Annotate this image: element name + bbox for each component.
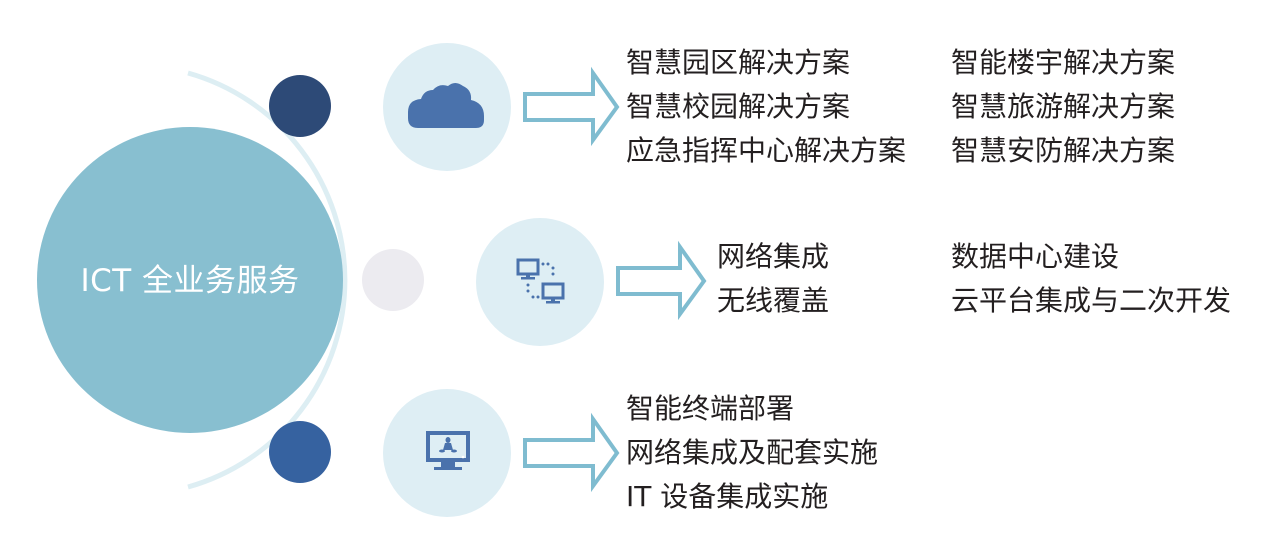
connector-dot-middle [362, 249, 424, 311]
arrow-right-icon [523, 66, 620, 147]
connector-dot-top [269, 75, 331, 137]
device-deployment-list: 智能终端部署 网络集成及配套实施 IT 设备集成实施 [626, 387, 878, 519]
list-item: 数据中心建设 [951, 240, 1120, 273]
network-integration-list-left: 网络集成 无线覆盖 [717, 235, 829, 323]
list-item: 网络集成 [717, 240, 830, 273]
list-item: 智能终端部署 [626, 392, 795, 425]
network-computers-icon [516, 258, 565, 304]
list-item: 智能楼宇解决方案 [951, 46, 1176, 79]
list-item: 无线覆盖 [717, 284, 830, 317]
monitor-linux-icon [426, 431, 470, 470]
list-item: 智慧安防解决方案 [951, 134, 1176, 167]
list-item: 云平台集成与二次开发 [951, 284, 1232, 317]
list-item: 智慧旅游解决方案 [951, 90, 1176, 123]
hub-label: ICT 全业务服务 [80, 263, 300, 299]
connector-dot-bottom [269, 421, 331, 483]
hub-circle [37, 127, 343, 433]
list-item: 智慧校园解决方案 [626, 90, 851, 123]
icon-circle-monitor [383, 389, 511, 517]
network-integration-list-right: 数据中心建设 云平台集成与二次开发 [951, 235, 1231, 323]
icon-circle-network [476, 218, 604, 346]
list-item: 网络集成及配套实施 [626, 436, 879, 469]
list-item: IT 设备集成实施 [626, 480, 829, 513]
cloud-icon [408, 83, 484, 128]
list-item: 智慧园区解决方案 [626, 46, 851, 79]
cloud-solutions-list-left: 智慧园区解决方案 智慧校园解决方案 应急指挥中心解决方案 [626, 41, 906, 173]
cloud-solutions-list-right: 智能楼宇解决方案 智慧旅游解决方案 智慧安防解决方案 [951, 41, 1175, 173]
orbit-arc [187, 70, 348, 490]
arrow-right-icon [523, 412, 620, 493]
arrow-right-icon [616, 240, 707, 321]
list-item: 应急指挥中心解决方案 [626, 134, 907, 167]
